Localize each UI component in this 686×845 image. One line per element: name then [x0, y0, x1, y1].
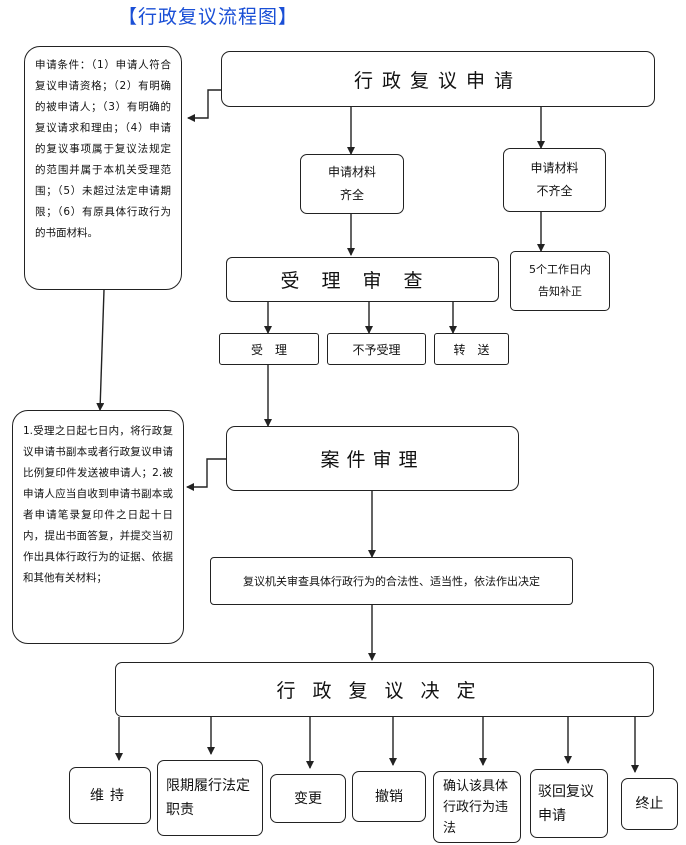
examination-label: 复议机关审查具体行政行为的合法性、适当性，依法作出决定: [243, 575, 540, 588]
review-note-text: 1.受理之日起七日内，将行政复议申请书副本或者行政复议申请比例复印件发送被申请人…: [23, 425, 173, 584]
application-box: 行政复议申请: [221, 51, 655, 107]
decision-label: 行政复议决定: [276, 680, 493, 702]
outcome-revoke: 撤销: [352, 771, 426, 822]
examination-box: 复议机关审查具体行政行为的合法性、适当性，依法作出决定: [210, 557, 573, 605]
outcome-confirm-illegal-label: 确认该具体行政行为违法: [443, 778, 509, 836]
materials-incomplete-line1: 申请材料: [530, 161, 579, 175]
page-title: 【行政复议流程图】: [118, 6, 299, 28]
not-accept-box: 不予受理: [327, 333, 426, 365]
notify-correction-box: 5个工作日内 告知补正: [510, 251, 610, 311]
review-note: 1.受理之日起七日内，将行政复议申请书副本或者行政复议申请比例复印件发送被申请人…: [12, 410, 184, 644]
materials-incomplete-box: 申请材料 不齐全: [503, 148, 606, 212]
outcome-perform-duty: 限期履行法定职责: [157, 760, 263, 836]
outcome-dismiss-label: 驳回复议申请: [538, 783, 594, 824]
outcome-perform-duty-label: 限期履行法定职责: [166, 778, 250, 818]
acceptance-review-label: 受理审查: [280, 270, 445, 292]
case-review-box: 案件审理: [226, 426, 519, 491]
outcome-confirm-illegal: 确认该具体行政行为违法: [433, 771, 521, 843]
notify-line2: 告知补正: [538, 285, 582, 298]
case-review-label: 案件审理: [320, 449, 425, 471]
materials-incomplete-line2: 不齐全: [536, 184, 573, 198]
outcome-revoke-label: 撤销: [375, 788, 403, 805]
accept-label: 受 理: [250, 342, 287, 357]
transfer-box: 转 送: [434, 333, 509, 365]
transfer-label: 转 送: [453, 342, 490, 357]
outcome-change-label: 变更: [294, 790, 322, 807]
arrow-conditions-down: [96, 289, 105, 411]
application-label: 行政复议申请: [353, 69, 522, 92]
outcome-change: 变更: [270, 774, 346, 823]
materials-complete-box: 申请材料 齐全: [300, 154, 404, 214]
outcome-terminate: 终止: [621, 778, 678, 830]
outcome-terminate-label: 终止: [635, 796, 664, 812]
arrow-app-to-conditions: [187, 89, 221, 122]
materials-complete-line2: 齐全: [339, 188, 364, 202]
conditions-note: 申请条件：（1）申请人符合复议申请资格；（2）有明确的被申请人；（3）有明确的复…: [24, 46, 182, 290]
not-accept-label: 不予受理: [352, 342, 401, 357]
acceptance-review-box: 受理审查: [226, 257, 499, 302]
notify-line1: 5个工作日内: [529, 263, 591, 276]
outcome-maintain-label: 维持: [90, 787, 130, 804]
outcome-maintain: 维持: [69, 767, 151, 824]
decision-box: 行政复议决定: [115, 662, 654, 717]
conditions-note-text: 申请条件：（1）申请人符合复议申请资格；（2）有明确的被申请人；（3）有明确的复…: [35, 59, 171, 239]
outcome-dismiss: 驳回复议申请: [530, 769, 608, 838]
accept-box: 受 理: [219, 333, 319, 365]
materials-complete-line1: 申请材料: [327, 165, 376, 179]
arrow-case-to-note: [186, 458, 226, 491]
